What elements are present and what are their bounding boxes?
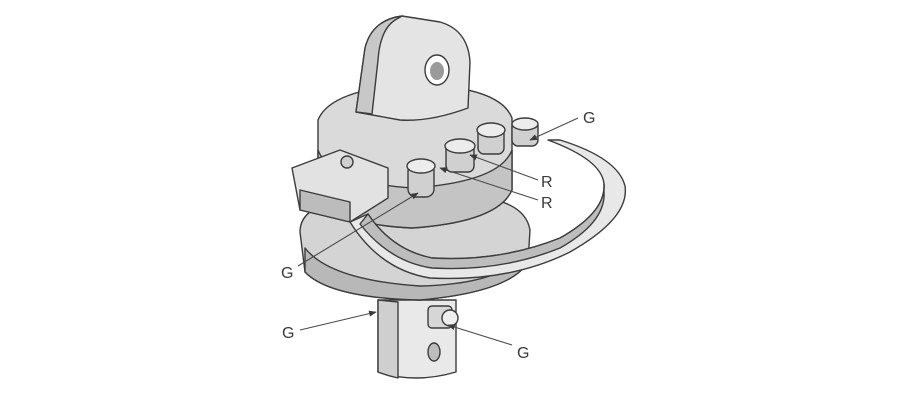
leader-g-bottom-right (447, 324, 513, 346)
callout-g-left: G (281, 265, 293, 282)
guard-handle (349, 139, 627, 280)
leader-g-left (297, 192, 419, 267)
callout-r-upper: R (541, 174, 553, 191)
callout-r-lower: R (541, 195, 553, 212)
leader-g-upper-right (529, 117, 579, 141)
mounting-lug (355, 15, 471, 121)
callout-g-bottom-left: G (282, 325, 294, 342)
leader-r-upper (469, 154, 539, 181)
callout-labels: G R R G G G (281, 110, 595, 362)
leader-r-lower (439, 167, 539, 201)
leader-g-bottom-left (299, 310, 377, 331)
callout-g-upper-right: G (583, 110, 595, 127)
callout-g-bottom-right: G (517, 345, 529, 362)
callout-leaders (297, 117, 579, 346)
